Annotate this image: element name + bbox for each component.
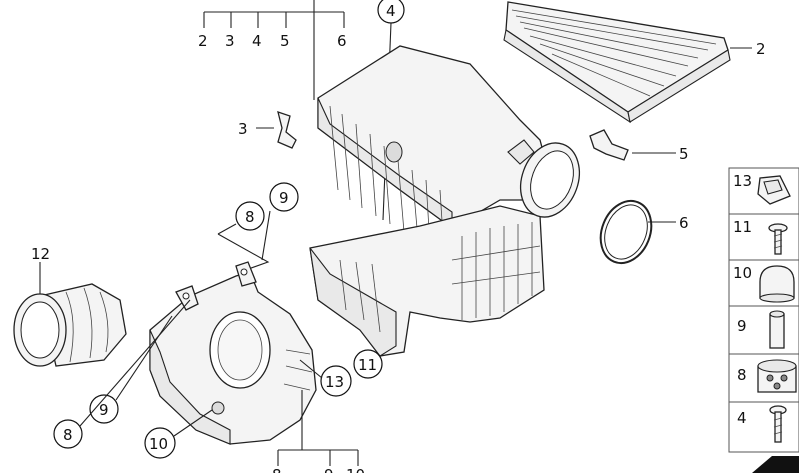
callout-13: 13 [299,359,352,397]
lower-callouts: 9 8 10 [53,299,213,459]
callout-10: 10 [149,435,168,453]
svg-text:13: 13 [325,373,344,391]
legend-num-4: 4 [737,409,747,427]
callout-6: 6 [679,214,689,232]
clip-part-5: 5 [589,129,689,163]
svg-text:4: 4 [386,2,396,20]
callout-8-upper: 8 [245,208,255,226]
legend-num-13: 13 [733,172,752,190]
top-label-6: 6 [337,32,347,50]
grommet-icon [757,359,797,393]
top-label-group: 2 3 4 5 6 [198,0,347,100]
bottom-label-9: 9 [324,466,334,473]
legend-num-10: 10 [733,264,752,282]
corner-strip [752,456,799,473]
bottom-label-8: 8 [272,466,282,473]
rubber-cap-icon [759,265,795,303]
callout-11: 11 [353,349,383,379]
top-label-5: 5 [280,32,290,50]
bottom-label-group: 8 9 10 [272,390,365,473]
filter-pleats [511,9,717,97]
screw-icon [768,223,788,255]
callout-9-lower: 9 [99,401,109,419]
legend-num-9: 9 [737,317,747,335]
lower-housing-ribs [339,222,541,333]
top-label-2: 2 [198,32,208,50]
clip-nut-icon [757,175,791,205]
legend-num-8: 8 [737,366,747,384]
clip-part-3: 3 [238,111,297,149]
upper-8-9-callouts: 9 8 [217,182,299,273]
top-label-3: 3 [225,32,235,50]
callout-3: 3 [238,120,248,138]
callout-2: 2 [756,40,766,58]
o-ring-part-6: 6 [599,199,689,265]
intake-boot-part-12: 12 [13,245,127,367]
callout-5: 5 [679,145,689,163]
intake-silencer-housing [309,45,580,357]
intake-resonator [149,261,317,445]
bottom-label-10: 10 [346,466,365,473]
callout-9-upper: 9 [279,189,289,207]
legend-num-11: 11 [733,218,752,236]
bolt-icon [769,405,787,443]
svg-text:11: 11 [358,356,377,374]
air-filter-element: 2 [503,1,766,124]
callout-12: 12 [31,245,50,263]
callout-8-lower: 8 [63,426,73,444]
small-parts-legend: 13 11 10 9 8 4 [728,167,799,473]
sleeve-icon [769,310,785,349]
top-label-4: 4 [252,32,262,50]
